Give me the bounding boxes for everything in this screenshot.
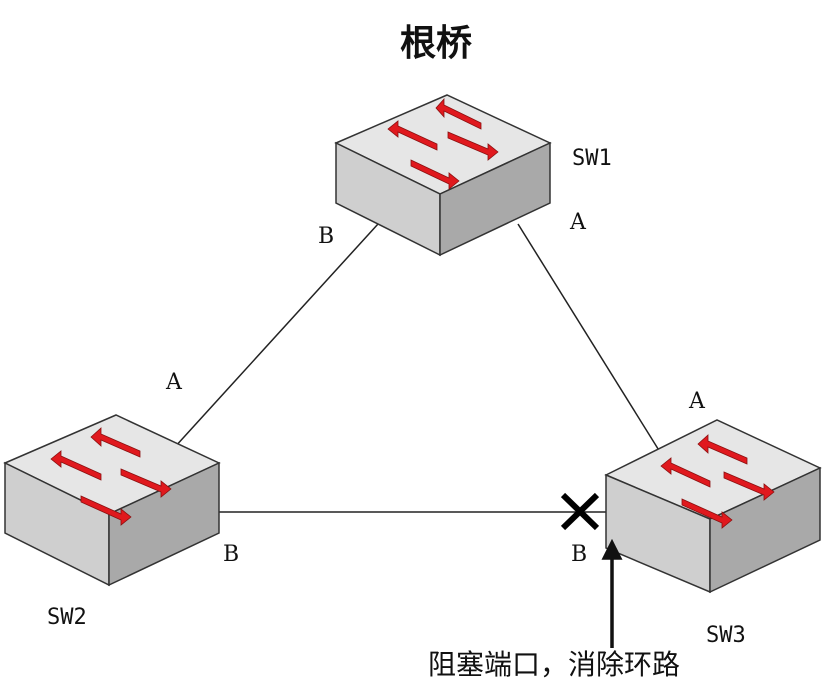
switch-sw2 [3,414,221,587]
link-sw1-sw2 [173,223,379,449]
root-bridge-title: 根桥 [400,23,473,64]
switch-label-sw2: SW2 [47,605,87,630]
switch-arrows-icon [660,434,775,529]
port-label-sw1-a: A [570,210,586,235]
port-label-sw2-a: A [166,370,182,395]
blocked-port-note: 阻塞端口，消除环路 [428,648,681,681]
port-label-sw3-a: A [689,389,705,414]
switch-label-sw3: SW3 [706,623,746,648]
switch-sw1 [334,94,552,257]
switch-sw3 [604,419,822,594]
switch-side-face [709,466,821,594]
switch-side-face [439,141,551,257]
port-label-sw2-b: B [223,542,240,567]
port-label-sw1-b: B [318,224,335,249]
link-sw1-sw3 [517,223,661,453]
blocked-port-icon [560,492,600,531]
switch-label-sw1: SW1 [572,146,612,171]
switch-arrows-icon [50,427,172,526]
port-label-sw3-b: B [571,542,588,567]
switch-side-face [108,461,220,587]
switch-arrows-icon [387,97,499,190]
